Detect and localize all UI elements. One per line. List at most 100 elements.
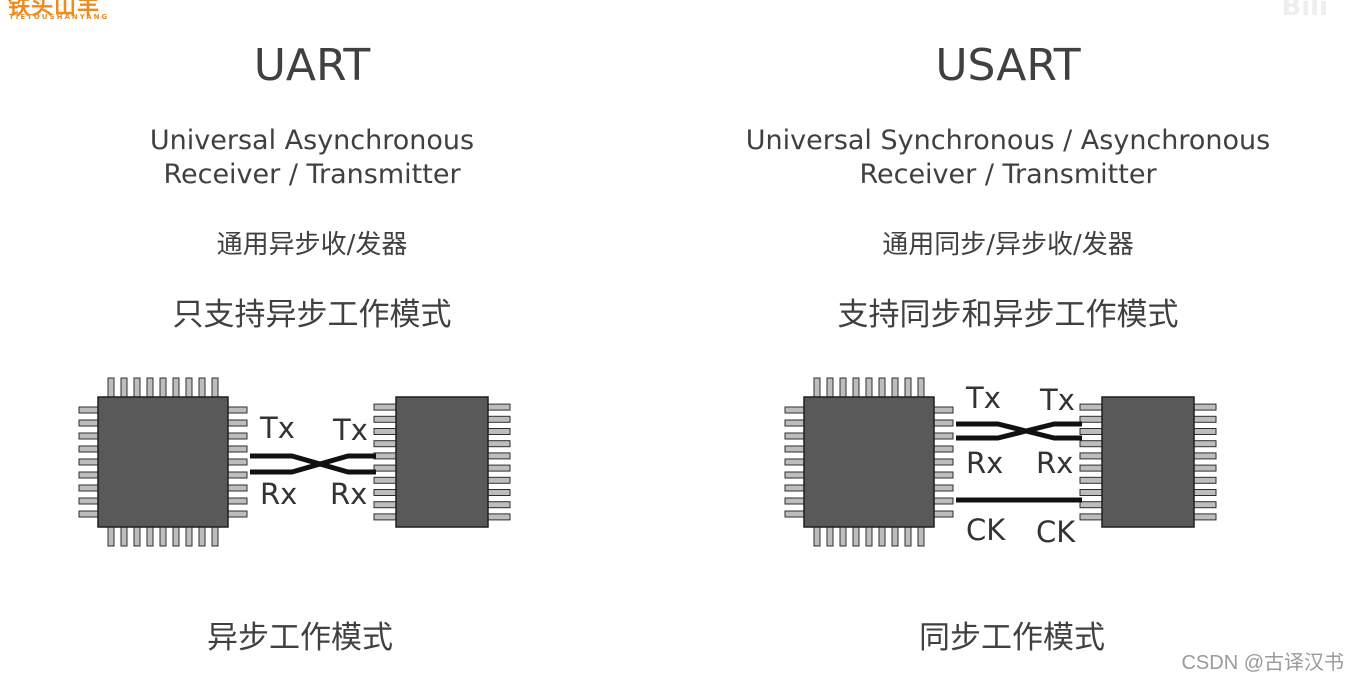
uart-chinese-name: 通用异步收/发器 [216, 230, 408, 260]
chip-pin-right [931, 458, 954, 466]
chip-pin-left [373, 403, 399, 411]
uart-left-rx-label: Rx [260, 477, 297, 511]
chip-pin-right [1191, 452, 1217, 460]
chip-pin-left [373, 476, 399, 484]
chip-pin-top [172, 377, 180, 400]
chip-pin-bottom [891, 524, 899, 547]
chip-body [1101, 396, 1195, 528]
chip-pin-top [904, 377, 912, 400]
chip-pin-bottom [133, 524, 141, 547]
usart-full-name: Universal Synchronous / Asynchronous Rec… [683, 124, 1333, 192]
chip-pin-top [878, 377, 886, 400]
chip-pin-left [784, 445, 807, 453]
chip-pin-left [1079, 452, 1105, 460]
usart-left-ck-label: CK [966, 513, 1006, 547]
chip-pin-right [931, 406, 954, 414]
chip-pin-bottom [865, 524, 873, 547]
usart-full-name-line2: Receiver / Transmitter [859, 159, 1157, 190]
chip-pin-left [784, 432, 807, 440]
chip-pin-left [373, 501, 399, 509]
uart-feature: 只支持异步工作模式 [172, 297, 452, 333]
chip-pin-left [784, 497, 807, 505]
chip-pin-bottom [826, 524, 834, 547]
chip-pin-left [1079, 428, 1105, 435]
chip-pin-right [931, 484, 954, 492]
chip-pin-right [1191, 501, 1217, 509]
chip-pin-left [784, 510, 807, 518]
chip-pin-right [931, 432, 954, 440]
uart-right-rx-label: Rx [330, 477, 367, 511]
chip-pin-right [931, 445, 954, 453]
chip-pin-right [1191, 415, 1217, 423]
chip-pin-bottom [904, 524, 912, 547]
chip-pin-right [931, 419, 954, 427]
chip-pin-left [1079, 501, 1105, 509]
chip-pin-right [485, 513, 511, 521]
uart-mcu-chip-left [78, 377, 248, 547]
chip-pin-left [78, 484, 101, 492]
chip-pin-right [225, 419, 248, 427]
chip-pin-left [373, 415, 399, 423]
chip-pin-bottom [107, 524, 115, 547]
chip-pin-top [133, 377, 141, 400]
chip-pin-bottom [839, 524, 847, 547]
chip-pin-top [852, 377, 860, 400]
chip-body [803, 396, 935, 528]
chip-pin-right [225, 432, 248, 440]
usart-title: USART [935, 40, 1081, 91]
chip-pin-right [485, 403, 511, 411]
chip-pin-left [1079, 513, 1105, 521]
chip-pin-bottom [852, 524, 860, 547]
uart-right-tx-label: Tx [332, 413, 368, 447]
chip-pin-right [931, 510, 954, 518]
chip-pin-left [784, 406, 807, 414]
csdn-watermark: CSDN @古译汉书 [1181, 652, 1344, 674]
chip-pin-left [78, 432, 101, 440]
uart-title: UART [253, 40, 371, 91]
chip-pin-right [485, 476, 511, 484]
chip-pin-left [373, 489, 399, 496]
chip-pin-left [784, 419, 807, 427]
logo-subtext: TIETOUSHANYANG [9, 13, 110, 21]
chip-pin-bottom [185, 524, 193, 547]
chip-pin-left [78, 471, 101, 479]
chip-pin-right [1191, 513, 1217, 521]
chip-pin-right [1191, 489, 1217, 496]
chip-pin-top [839, 377, 847, 400]
chip-pin-left [78, 445, 101, 453]
chip-pin-top [159, 377, 167, 400]
usart-chip-right [1079, 396, 1217, 528]
chip-body [395, 396, 489, 528]
chip-pin-top [211, 377, 219, 400]
chip-pin-right [485, 464, 511, 472]
chip-pin-bottom [878, 524, 886, 547]
chip-pin-bottom [813, 524, 821, 547]
chip-pin-top [826, 377, 834, 400]
usart-left-tx-label: Tx [965, 381, 1001, 415]
chip-pin-left [373, 464, 399, 472]
chip-pin-left [1079, 415, 1105, 423]
chip-pin-left [78, 419, 101, 427]
chip-pin-left [784, 471, 807, 479]
logo: 铁头山羊 TIETOUSHANYANG [8, 0, 148, 24]
uart-full-name-line2: Receiver / Transmitter [163, 159, 461, 190]
chip-pin-right [485, 501, 511, 509]
uart-left-tx-label: Tx [259, 411, 295, 445]
chip-pin-left [373, 428, 399, 435]
chip-pin-top [146, 377, 154, 400]
usart-left-rx-label: Rx [966, 446, 1003, 480]
uart-mode-caption: 异步工作模式 [207, 620, 393, 656]
chip-pin-right [931, 497, 954, 505]
usart-feature: 支持同步和异步工作模式 [837, 297, 1179, 333]
usart-chinese-name: 通用同步/异步收/发器 [882, 230, 1134, 260]
chip-pin-left [373, 452, 399, 460]
usart-right-ck-label: CK [1036, 515, 1076, 549]
chip-pin-left [373, 513, 399, 521]
chip-pin-left [1079, 489, 1105, 496]
chip-pin-bottom [198, 524, 206, 547]
chip-pin-right [485, 428, 511, 435]
chip-pin-bottom [159, 524, 167, 547]
chip-pin-left [373, 440, 399, 448]
usart-right-rx-label: Rx [1036, 446, 1073, 480]
